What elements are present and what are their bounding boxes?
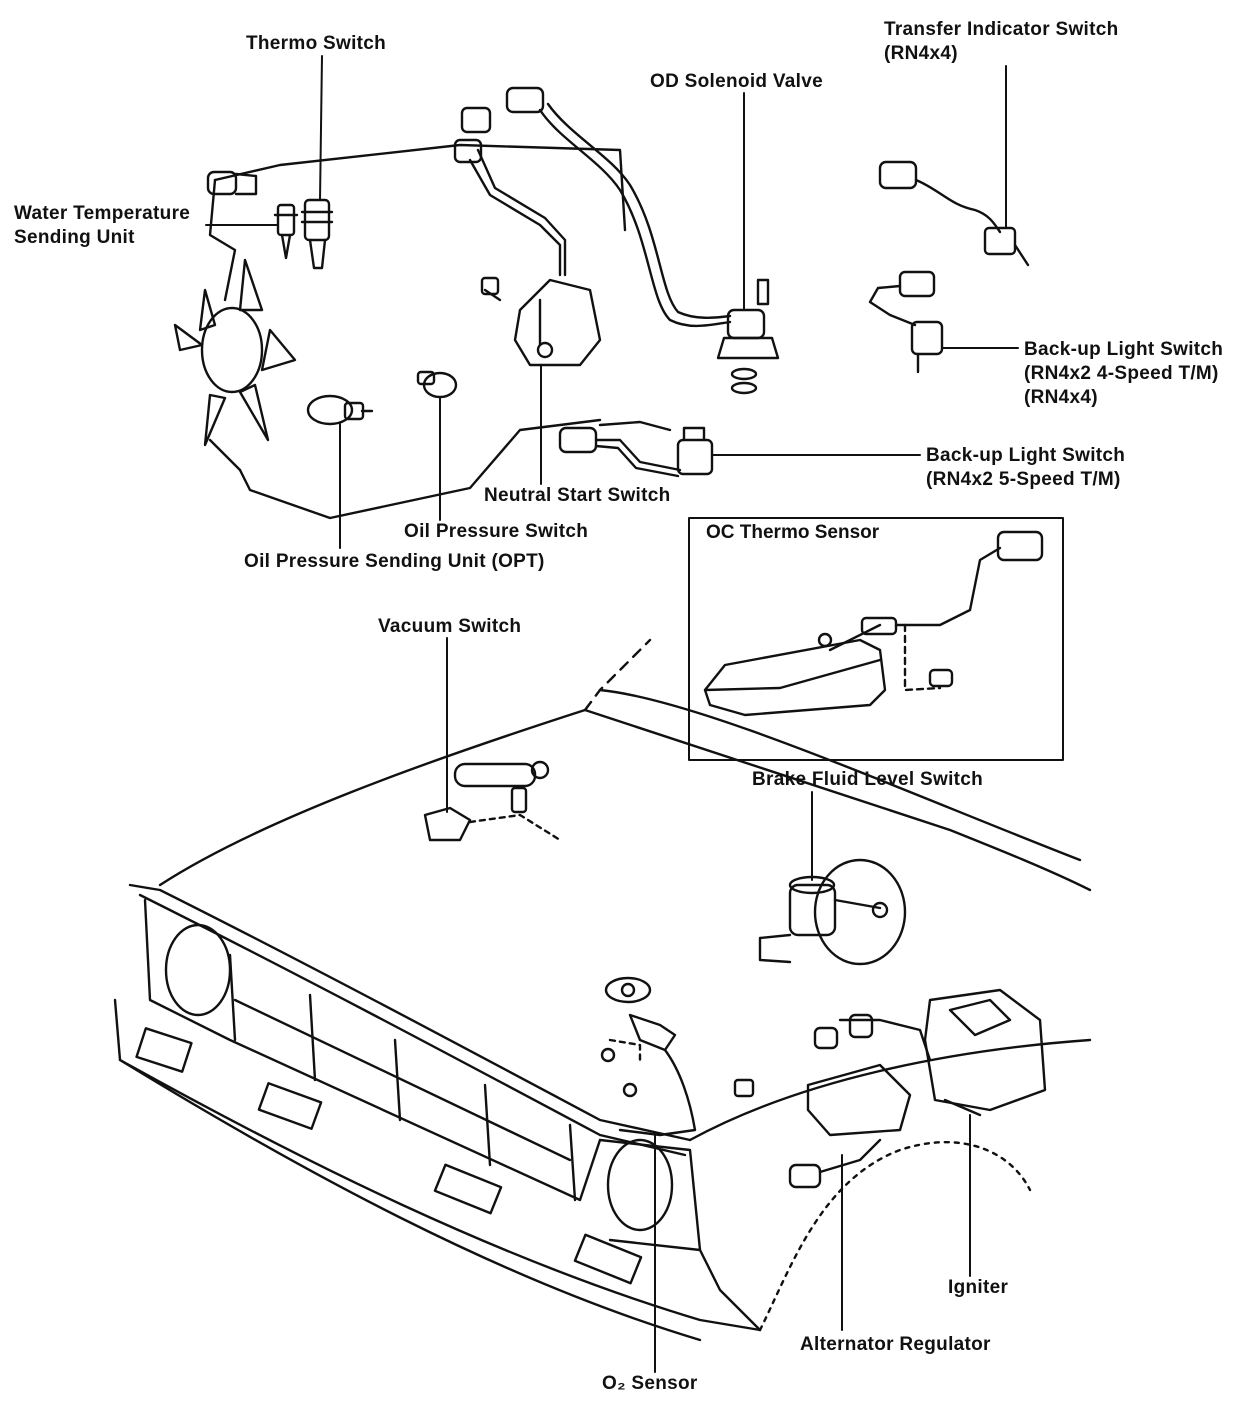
right-headlight-icon [606, 1138, 674, 1232]
backup-light-switch-4speed-icon [868, 270, 944, 374]
igniter-label: Igniter [948, 1277, 1009, 1298]
oil-pressure-switch-icon [416, 370, 458, 399]
oc-thermo-sensor-panel [688, 517, 1064, 761]
transfer-indicator-switch-icon [878, 160, 1030, 267]
vacuum-switch-icon [423, 760, 562, 842]
oc-thermo-sensor-icon [703, 530, 1044, 717]
od-solenoid-valve-label: OD Solenoid Valve [650, 71, 823, 92]
brake-fluid-level-switch-label: Brake Fluid Level Switch [752, 769, 984, 790]
oil-pressure-sending-unit-icon [306, 394, 374, 426]
neutral-start-switch-icon [453, 106, 602, 367]
o2-sensor-label: O₂ Sensor [602, 1373, 698, 1394]
thermo-switch-label: Thermo Switch [246, 33, 387, 54]
od-solenoid-valve-icon [505, 86, 780, 395]
left-headlight-icon [164, 923, 232, 1017]
backup-light-switch-5speed-label: Back-up Light Switch (RN4x2 5-Speed T/M) [926, 445, 1126, 490]
water-temp-unit-icon [273, 203, 299, 260]
alternator-regulator-icon [733, 1063, 912, 1189]
engine-block [206, 143, 627, 520]
vehicle-body [113, 638, 1092, 1342]
backup-light-switch-5speed-icon [558, 420, 714, 478]
oil-pressure-switch-label: Oil Pressure Switch [404, 521, 589, 542]
alternator-regulator-label: Alternator Regulator [800, 1334, 991, 1355]
fan-icon [173, 258, 297, 447]
oc-thermo-sensor-label: OC Thermo Sensor [706, 522, 880, 543]
water-temperature-sending-unit-label: Water Temperature Sending Unit [14, 203, 191, 248]
vacuum-switch-label: Vacuum Switch [378, 616, 522, 637]
backup-light-switch-4speed-label: Back-up Light Switch (RN4x2 4-Speed T/M)… [1024, 339, 1224, 408]
brake-fluid-level-switch-icon [758, 858, 907, 966]
neutral-start-switch-label: Neutral Start Switch [484, 485, 671, 506]
transfer-indicator-switch-label: Transfer Indicator Switch (RN4x4) [884, 19, 1119, 64]
leader-lines [205, 55, 1019, 1373]
oil-pressure-sending-unit-label: Oil Pressure Sending Unit (OPT) [244, 551, 545, 572]
thermo-switch-icon [300, 198, 334, 270]
igniter-icon [813, 988, 1047, 1117]
o2-sensor-icon [600, 976, 697, 1137]
